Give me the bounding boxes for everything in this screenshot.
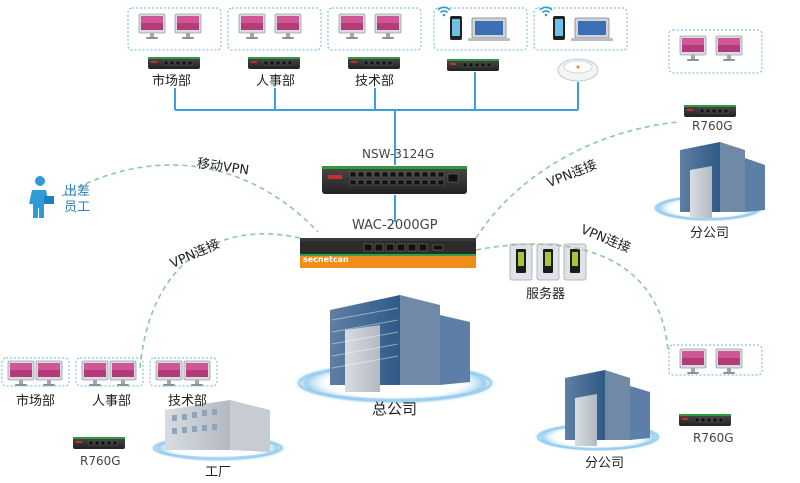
router-icon: [72, 436, 126, 450]
server-icons: [509, 243, 587, 281]
branch-label-bottom: 分公司: [585, 456, 625, 471]
phone-icon: [450, 16, 462, 40]
top-dept-label-2: 人事部: [256, 74, 296, 89]
controller-brand: secnetcan: [303, 255, 349, 264]
router-label-top-right: R760G: [692, 119, 733, 133]
top-bus-lines: [174, 72, 579, 222]
phone-icon: [553, 16, 565, 40]
dept-switch-icon: [446, 58, 500, 72]
bottom-left-dept-label-1: 市场部: [16, 394, 56, 409]
core-switch-label: NSW-3124G: [362, 147, 435, 161]
headquarters-label: 总公司: [372, 400, 418, 418]
bottom-left-dept-label-3: 技术部: [168, 394, 208, 409]
traveling-staff-label: 出差员工: [64, 184, 91, 215]
router-icon: [683, 104, 737, 118]
router-icon: [678, 413, 732, 427]
laptop-icon: [571, 17, 613, 41]
wifi-icon: [437, 6, 451, 17]
dept-switch-icon: [247, 56, 301, 70]
router-label-bottom-right: R760G: [693, 431, 734, 445]
bottom-left-dept-label-2: 人事部: [92, 394, 132, 409]
top-dept-group-1: [127, 7, 222, 70]
access-point-icon: [557, 58, 599, 82]
factory-building: [148, 400, 288, 462]
top-dept-label-3: 技术部: [355, 74, 395, 89]
branch-top: [650, 29, 766, 222]
dept-switch-icon: [147, 56, 201, 70]
controller-label: WAC-2000GP: [352, 218, 438, 233]
headquarters-building: [290, 295, 500, 405]
branch-bottom: [532, 344, 763, 452]
branch-label-top: 分公司: [690, 226, 730, 241]
top-dept-label-1: 市场部: [152, 74, 192, 89]
servers-label: 服务器: [526, 287, 566, 302]
top-dept-group-3: [327, 7, 422, 70]
traveling-staff-icon: [29, 176, 54, 218]
wifi-group-2: [533, 6, 628, 82]
wifi-group-1: [433, 6, 528, 72]
vpn-links: [61, 121, 679, 369]
top-dept-group-2: [227, 7, 322, 70]
router-label-bottom-left: R760G: [80, 454, 121, 468]
factory-label: 工厂: [205, 465, 232, 480]
bottom-left-dept-2: [75, 357, 144, 387]
laptop-icon: [468, 17, 510, 41]
bottom-left-dept-1: [1, 357, 70, 387]
wireless-controller: [300, 238, 476, 268]
core-switch: [322, 166, 467, 194]
bottom-left-dept-3: [149, 357, 218, 387]
wifi-icon: [539, 6, 553, 17]
dept-switch-icon: [347, 56, 401, 70]
